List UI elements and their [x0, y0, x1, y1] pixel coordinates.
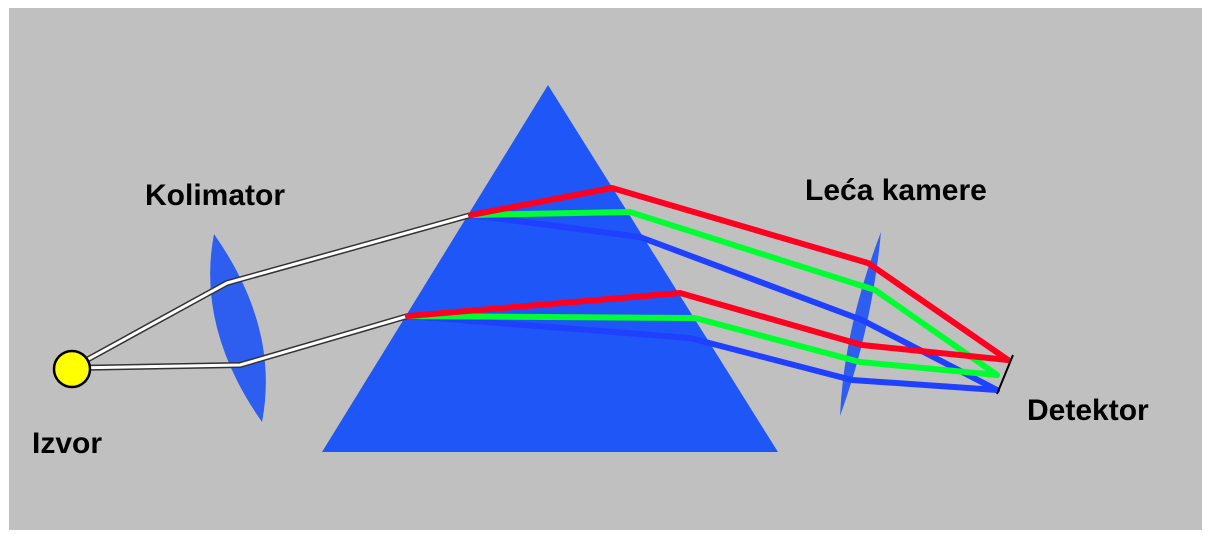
- detector-label: Detektor: [1027, 394, 1149, 427]
- collimator-label: Kolimator: [145, 179, 285, 212]
- incoming-rays: [69, 212, 474, 371]
- lower-blue-ray: [405, 313, 1000, 393]
- camera-lens-label: Leća kamere: [805, 174, 987, 207]
- upper-green-ray: [468, 209, 1000, 378]
- collimator-lens: [210, 234, 266, 422]
- source-label: Izvor: [32, 427, 102, 460]
- upper-red-ray: [468, 185, 1011, 363]
- source-circle-icon: [52, 349, 92, 389]
- upper-blue-ray: [468, 212, 1000, 393]
- upper-dispersed-beam: [468, 185, 1011, 393]
- lower-green-ray: [405, 313, 1000, 378]
- camera-lens: [840, 232, 881, 416]
- lower-red-ray: [405, 290, 1011, 363]
- lower-dispersed-beam: [405, 290, 1011, 393]
- detector: [996, 354, 1014, 395]
- prism: [322, 85, 778, 452]
